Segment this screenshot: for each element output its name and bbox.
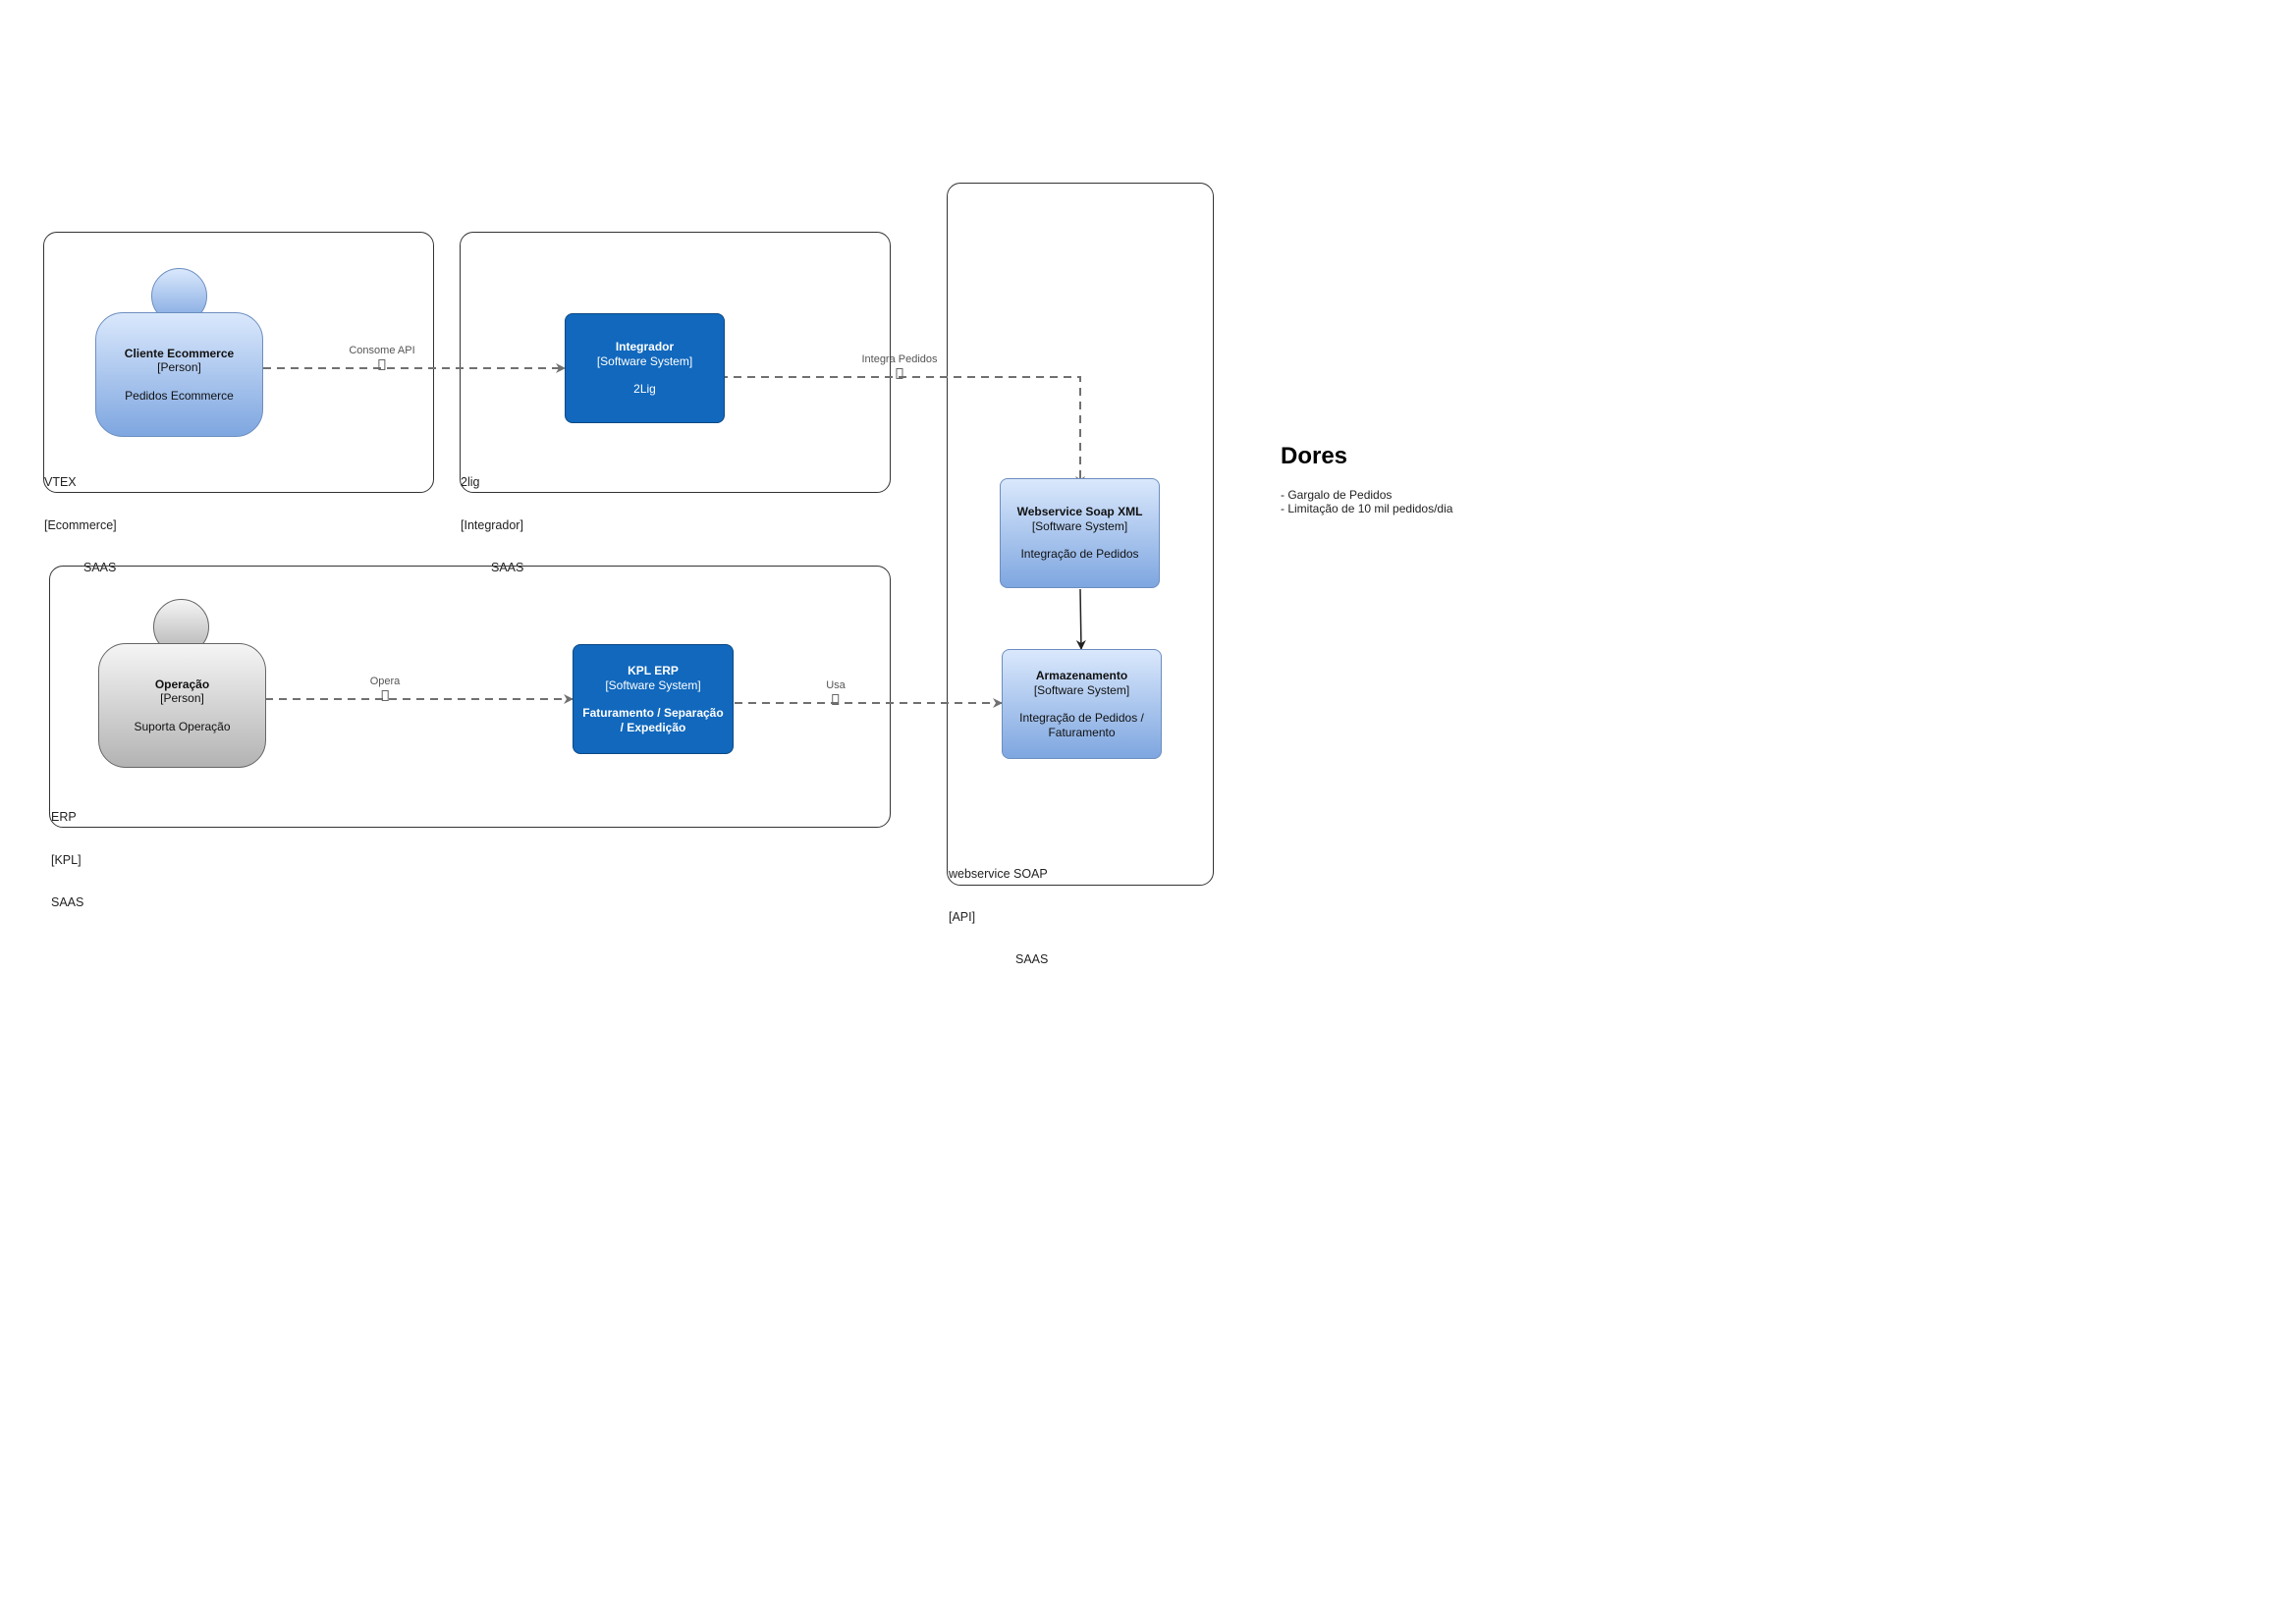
- edge-label-glyph-icon: [378, 359, 386, 370]
- edge-label-opera-text: Opera: [369, 676, 401, 687]
- boundary-erp: [49, 566, 891, 828]
- boundary-2lig-name: 2lig: [461, 475, 480, 489]
- node-name: Operação: [154, 677, 210, 691]
- note-title: Dores: [1281, 443, 1348, 469]
- node-desc: 2Lig: [633, 382, 656, 397]
- boundary-ws-tag: [API]: [949, 909, 976, 924]
- boundary-erp-label: ERP [KPL] SAAS: [51, 782, 83, 939]
- note-item: - Limitação de 10 mil pedidos/dia: [1281, 502, 1453, 515]
- boundary-2lig-type: SAAS: [491, 561, 524, 574]
- node-kind: [Software System]: [596, 353, 693, 368]
- system-webservice-soap-xml[interactable]: Webservice Soap XML [Software System] In…: [1000, 478, 1160, 588]
- edge-label-integra-pedidos-text: Integra Pedidos: [861, 353, 938, 365]
- edge-webservice-to-armazenamento: [1075, 588, 1086, 650]
- node-name: Armazenamento: [1035, 669, 1128, 682]
- person-operacao-body: Operação [Person] Suporta Operação: [98, 643, 266, 768]
- node-kind: [Software System]: [1033, 682, 1130, 697]
- boundary-2lig-tag: [Integrador]: [461, 517, 523, 532]
- edge-label-glyph-icon: [381, 690, 389, 701]
- node-kind: [Software System]: [1031, 518, 1128, 533]
- node-kind: [Software System]: [605, 677, 701, 692]
- node-desc: Faturamento / Separação / Expedição: [582, 706, 724, 734]
- system-integrador[interactable]: Integrador [Software System] 2Lig: [565, 313, 725, 423]
- boundary-erp-tag: [KPL]: [51, 852, 82, 867]
- boundary-ws-name: webservice SOAP: [949, 867, 1048, 881]
- node-name: Cliente Ecommerce: [124, 346, 235, 360]
- node-desc: Suporta Operação: [134, 719, 231, 733]
- node-name: Webservice Soap XML: [1016, 505, 1143, 519]
- boundary-vtex-type: SAAS: [83, 561, 117, 574]
- boundary-webservice-soap-label: webservice SOAP [API] SAAS: [949, 839, 1048, 996]
- boundary-2lig-label: 2lig [Integrador] SAAS: [461, 447, 523, 604]
- boundary-vtex: [43, 232, 434, 493]
- node-kind: [Person]: [157, 360, 201, 375]
- edge-label-consome-api-text: Consome API: [349, 345, 415, 356]
- boundary-vtex-label: VTEX [Ecommerce] SAAS: [44, 447, 117, 604]
- edge-integra-pedidos: [720, 376, 1085, 486]
- edge-label-usa: Usa: [826, 679, 846, 708]
- node-name: KPL ERP: [628, 664, 679, 677]
- boundary-erp-type: SAAS: [51, 895, 84, 909]
- note-item: - Gargalo de Pedidos: [1281, 488, 1393, 502]
- boundary-erp-name: ERP: [51, 810, 77, 824]
- boundary-2lig: [460, 232, 891, 493]
- person-cliente-ecommerce-body: Cliente Ecommerce [Person] Pedidos Ecomm…: [95, 312, 263, 437]
- edge-label-opera: Opera: [369, 676, 401, 704]
- edge-label-glyph-icon: [896, 368, 903, 379]
- edge-label-usa-text: Usa: [826, 679, 846, 691]
- edge-label-glyph-icon: [832, 694, 840, 705]
- edge-label-consome-api: Consome API: [349, 345, 415, 373]
- node-desc: Integração de Pedidos: [1020, 547, 1139, 562]
- boundary-vtex-tag: [Ecommerce]: [44, 517, 117, 532]
- boundary-vtex-name: VTEX: [44, 475, 77, 489]
- system-armazenamento[interactable]: Armazenamento [Software System] Integraç…: [1002, 649, 1162, 759]
- node-name: Integrador: [615, 340, 675, 354]
- boundary-webservice-soap: [947, 183, 1214, 886]
- system-kpl-erp[interactable]: KPL ERP [Software System] Faturamento / …: [573, 644, 734, 754]
- node-desc: Pedidos Ecommerce: [125, 388, 234, 403]
- node-desc: Integração de Pedidos / Faturamento: [1019, 711, 1144, 739]
- edge-label-integra-pedidos: Integra Pedidos: [861, 353, 938, 382]
- node-kind: [Person]: [160, 691, 204, 706]
- boundary-ws-type: SAAS: [1015, 952, 1049, 966]
